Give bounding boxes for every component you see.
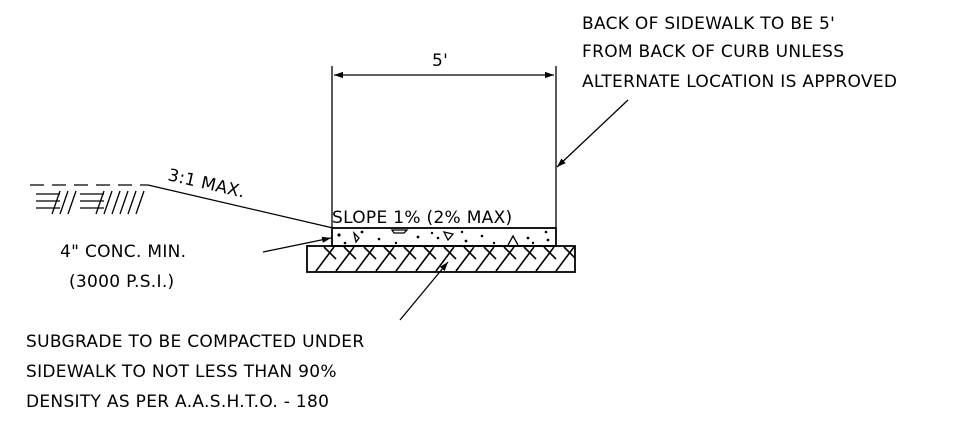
concrete-note-line-2: (3000 P.S.I.) <box>69 272 174 292</box>
slope-line <box>147 184 334 229</box>
width-dimension-label: 5' <box>432 51 448 71</box>
width-dimension <box>331 66 557 228</box>
ground-hatch <box>36 190 145 215</box>
subgrade-note-line-1: SUBGRADE TO BE COMPACTED UNDER <box>26 332 364 352</box>
slope-ratio-label: 3:1 MAX. <box>166 165 247 202</box>
leader-subgrade <box>399 261 449 321</box>
concrete-note-line-1: 4" CONC. MIN. <box>60 242 186 262</box>
note-back-of-sidewalk-line-2: FROM BACK OF CURB UNLESS <box>582 42 844 62</box>
existing-ground <box>30 184 148 215</box>
leader-concrete <box>262 236 332 253</box>
concrete-slab <box>331 227 557 247</box>
subgrade-note-line-2: SIDEWALK TO NOT LESS THAN 90% <box>26 362 337 382</box>
subgrade-note-line-3: DENSITY AS PER A.A.S.H.T.O. - 180 <box>26 392 329 412</box>
sidewalk-slope-label: SLOPE 1% (2% MAX) <box>332 208 513 228</box>
subgrade-band <box>306 245 576 273</box>
leader-back-of-sidewalk <box>556 99 629 168</box>
note-back-of-sidewalk-line-3: ALTERNATE LOCATION IS APPROVED <box>582 72 897 92</box>
note-back-of-sidewalk-line-1: BACK OF SIDEWALK TO BE 5' <box>582 14 835 34</box>
